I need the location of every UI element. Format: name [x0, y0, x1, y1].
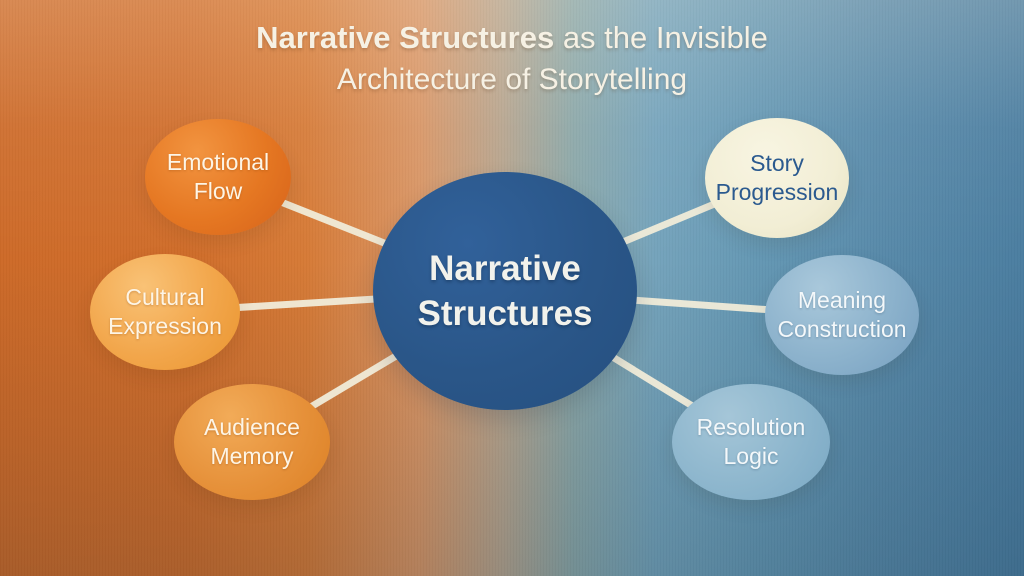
node-label-line1: Cultural: [125, 284, 205, 311]
node-resolution-logic: Resolution Logic: [672, 384, 830, 500]
node-audience-memory: Audience Memory: [174, 384, 330, 500]
diagram-title: Narrative Structures as the Invisible Ar…: [0, 16, 1024, 101]
title-line-1: Narrative Structures as the Invisible: [0, 16, 1024, 59]
node-label-line2: Progression: [715, 179, 839, 205]
node-label-line1: Meaning: [797, 287, 887, 314]
title-rest-phrase: as the Invisible: [554, 20, 768, 55]
node-label-line2: Memory: [210, 443, 294, 469]
title-line-2: Architecture of Storytelling: [336, 63, 688, 97]
node-label-line1: Resolution: [696, 414, 806, 441]
node-label-line2: Expression: [108, 313, 222, 339]
center-node-label-line1: Narrative: [429, 248, 581, 288]
node-label-line1: Story: [750, 150, 804, 177]
node-label-line2: Construction: [777, 316, 907, 342]
node-label-line2: Flow: [193, 178, 243, 204]
node-emotional-flow: Emotional Flow: [145, 119, 291, 235]
node-narrative-structures: Narrative Structures: [373, 172, 637, 410]
title-bold-phrase: Narrative Structures: [256, 20, 555, 55]
node-cultural-expression: Cultural Expression: [90, 254, 240, 370]
node-label-line1: Emotional: [166, 149, 270, 176]
node-label-line1: Audience: [204, 414, 300, 441]
node-label-line2: Logic: [723, 443, 779, 469]
node-story-progression: Story Progression: [705, 118, 849, 238]
center-node-label-line2: Structures: [417, 294, 593, 333]
node-meaning-construction: Meaning Construction: [765, 255, 919, 375]
